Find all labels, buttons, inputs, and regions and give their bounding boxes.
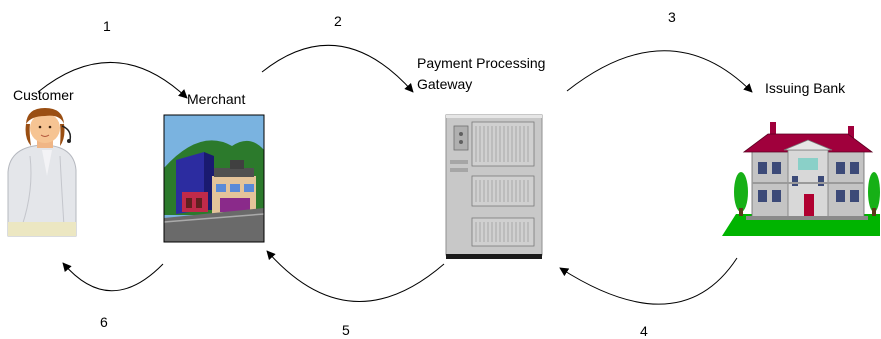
server-icon (445, 114, 543, 259)
gateway-label-line2: Gateway (417, 76, 473, 92)
step-number-3: 3 (668, 9, 676, 25)
customer-person-icon (7, 108, 77, 237)
arrow-step-3 (566, 50, 753, 93)
customer-label: Customer (13, 87, 74, 103)
bank-building-icon (722, 122, 880, 236)
merchant-label: Merchant (187, 91, 246, 107)
arrow-step-6 (62, 262, 164, 292)
step-number-1: 1 (103, 18, 111, 34)
step-number-5: 5 (342, 322, 350, 338)
step-number-4: 4 (640, 323, 648, 339)
arrow-step-5 (266, 250, 445, 302)
gateway-label-line1: Payment Processing (417, 55, 546, 71)
storefront-icon (163, 114, 265, 243)
bank-label: Issuing Bank (765, 80, 846, 96)
arrow-step-4 (559, 257, 738, 305)
step-number-6: 6 (100, 314, 108, 330)
step-number-2: 2 (334, 13, 342, 29)
arrow-step-1 (37, 62, 188, 99)
arrow-step-2 (261, 44, 414, 93)
